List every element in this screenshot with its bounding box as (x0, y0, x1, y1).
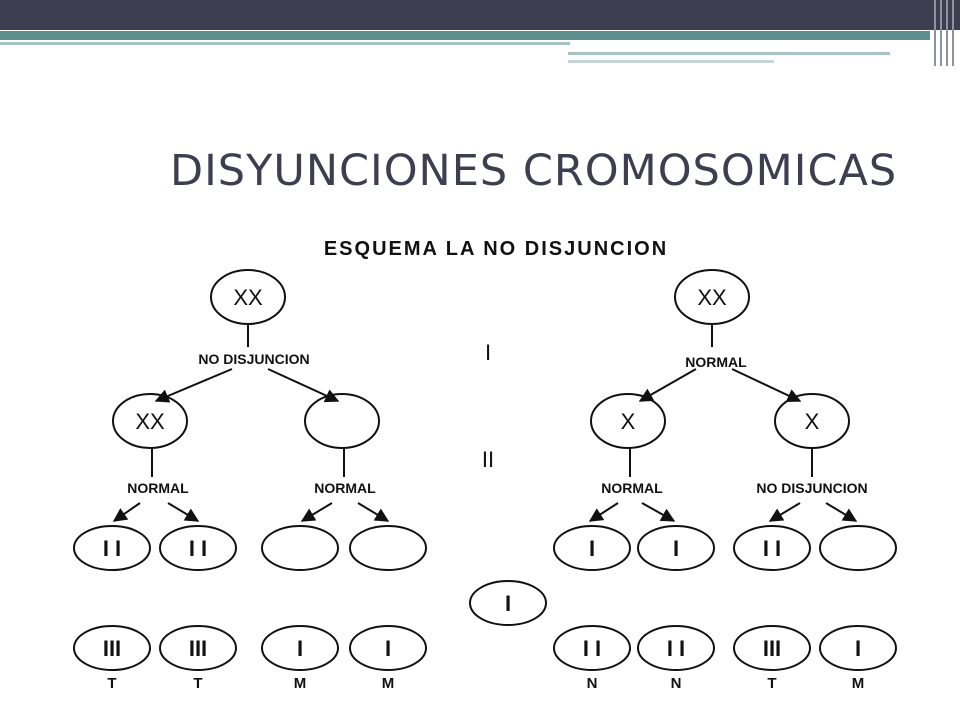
diagram-heading: ESQUEMA LA NO DISJUNCION (324, 238, 668, 260)
left-zygote-2: III (189, 636, 207, 661)
right-gamete-2: I (673, 536, 679, 561)
right-cell-2: X (805, 409, 820, 434)
left-root-chromosomes: XX (233, 285, 263, 310)
left-zygote-1: III (103, 636, 121, 661)
center-gamete (469, 580, 547, 626)
right-outcome-1: N (587, 675, 598, 692)
right-division2-label-1: NORMAL (601, 480, 663, 496)
left-division2-label-1: NORMAL (127, 480, 189, 496)
right-cell-1: X (621, 409, 636, 434)
left-cell-1: XX (135, 409, 165, 434)
accent-band (0, 31, 930, 40)
right-division2-label-2: NO DISJUNCION (756, 480, 867, 496)
right-zygote-2: I I (667, 636, 685, 661)
right-outcome-2: N (671, 675, 682, 692)
header-bar (0, 0, 960, 30)
left-zygote-3: I (297, 636, 303, 661)
left-zygote-4: I (385, 636, 391, 661)
left-tree (73, 269, 427, 671)
left-gamete-1: I I (103, 536, 121, 561)
left-outcome-2: T (193, 675, 202, 692)
right-outcome-4: M (852, 675, 865, 692)
right-zygote-3: III (763, 636, 781, 661)
slide-title: DISYUNCIONES CROMOSOMICAS (170, 146, 898, 196)
right-gamete-3: I I (763, 536, 781, 561)
right-division1-label: NORMAL (685, 354, 747, 370)
right-outcome-3: T (767, 675, 776, 692)
right-root-chromosomes: XX (697, 285, 727, 310)
right-tree (553, 269, 897, 671)
left-division1-label: NO DISJUNCION (198, 351, 309, 367)
left-outcome-4: M (382, 675, 395, 692)
accent-line-right-short (568, 60, 774, 63)
division-marker-1: I (485, 340, 491, 365)
accent-line-right (568, 52, 890, 55)
accent-line (0, 42, 570, 45)
right-zygote-4: I (855, 636, 861, 661)
left-outcome-1: T (107, 675, 116, 692)
right-gamete-1: I (589, 536, 595, 561)
left-division2-label-2: NORMAL (314, 480, 376, 496)
left-outcome-3: M (294, 675, 307, 692)
left-gamete-2: I I (189, 536, 207, 561)
right-zygote-1: I I (583, 636, 601, 661)
center-gamete-label: I (505, 591, 511, 616)
nondisjunction-diagram: ESQUEMA LA NO DISJUNCION I II XX NO DISJ… (73, 238, 897, 692)
corner-decoration (930, 0, 960, 66)
division-marker-2: II (482, 447, 494, 472)
